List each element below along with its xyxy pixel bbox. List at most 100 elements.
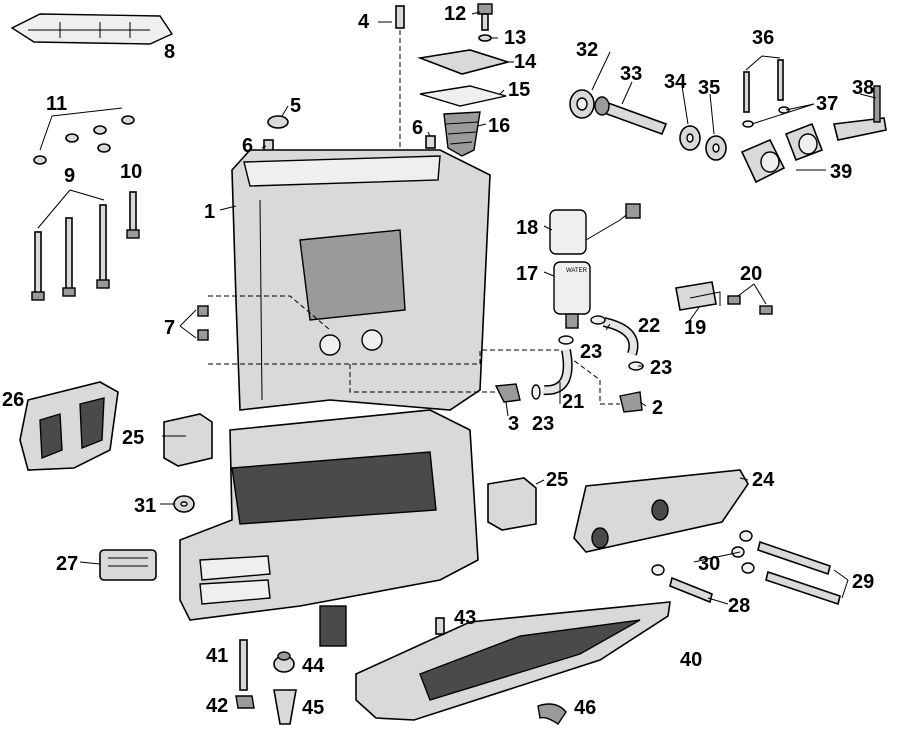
callout-37: 37 [816,93,838,115]
callout-28: 28 [728,595,750,617]
part-25-pad-right [487,477,537,531]
part-45-grommet [273,689,297,725]
part-32-bushing [569,89,595,119]
part-27-anode [99,549,157,581]
callout-3: 3 [508,413,519,435]
callout-23c: 23 [532,413,554,435]
callout-16: 16 [488,115,510,137]
callout-13: 13 [504,27,526,49]
callout-8: 8 [164,41,175,63]
callout-9: 9 [64,165,75,187]
callout-1: 1 [204,201,215,223]
callout-2: 2 [652,397,663,419]
part-29-bolts [757,540,849,606]
part-38-bracket [833,85,887,141]
callout-6a: 6 [242,135,253,157]
part-10-bolt [126,191,140,239]
callout-34: 34 [664,71,687,93]
part-22-hose [602,317,639,356]
part-2-elbow [619,391,643,413]
part-31-washer [173,495,195,513]
part-39-mounts [740,122,824,184]
callout-27: 27 [56,553,78,575]
callout-30: 30 [698,553,720,575]
callout-24: 24 [752,469,775,491]
part-33-bolt [594,96,668,136]
callout-6b: 6 [412,117,423,139]
callout-18: 18 [516,217,538,239]
part-41-stud [239,639,248,691]
callout-43: 43 [454,607,476,629]
part-15-gasket [419,85,507,107]
part-21-hose [543,349,573,396]
callout-7: 7 [164,317,175,339]
callout-17: 17 [516,263,538,285]
part-46-seal [537,703,567,725]
callout-11: 11 [46,93,67,115]
callout-22: 22 [638,315,660,337]
callout-10: 10 [120,161,142,183]
part-17-water-sensor: WATER [553,261,591,329]
callout-46: 46 [574,697,596,719]
callout-23b: 23 [650,357,672,379]
callout-29: 29 [852,571,874,593]
part-26-mount-cover [19,381,119,471]
callout-36: 36 [752,27,774,49]
callout-41: 41 [206,645,228,667]
callout-14: 14 [514,51,537,73]
callout-12: 12 [444,3,466,25]
callout-45: 45 [302,697,324,719]
part-11-washers [33,107,135,165]
callout-40: 40 [680,649,702,671]
callout-35: 35 [698,77,720,99]
part-12-bolt [477,3,493,31]
callout-19: 19 [684,317,706,339]
part-43-pin [435,617,445,635]
part-13-washer [478,34,492,42]
part-14-cover-plate [416,49,511,75]
part-9-bolts [31,189,110,301]
part-6-dowel-right [425,135,436,149]
callout-26: 26 [2,389,24,411]
part-16-filter [443,111,481,157]
part-23-clamps [531,315,644,400]
part-3-elbow [494,383,521,403]
callout-15: 15 [508,79,530,101]
callout-21: 21 [562,391,584,413]
part-30-washers [651,530,755,576]
part-1-exhaust-housing [231,149,491,411]
part-42-nut [235,695,255,709]
part-40-plate [355,601,671,721]
part-18-sensor-cover [549,203,641,255]
part-20-screws [727,283,773,315]
part-5-seal [267,115,289,129]
callout-4: 4 [358,11,370,33]
callout-23a: 23 [580,341,602,363]
callout-20: 20 [740,263,762,285]
part-25-pad-left [163,413,213,467]
callout-31: 31 [134,495,156,517]
callout-33: 33 [620,63,642,85]
part-19-bracket [675,281,721,311]
callout-25a: 25 [122,427,144,449]
part-24-mount-cover [573,469,749,553]
callout-numbers: 1 2 3 4 5 6 6 7 8 9 10 11 12 13 14 15 16… [2,3,874,719]
callout-42: 42 [206,695,228,717]
callout-leaders [79,11,877,605]
part-28-bolt [669,576,713,604]
part-7-fittings [197,295,620,405]
callout-44: 44 [302,655,325,677]
part-34-washer [679,125,701,151]
callout-25b: 25 [546,469,568,491]
callout-32: 32 [576,39,598,61]
part-37-washers [742,106,790,128]
part-35-washer [705,135,727,161]
part-44-grommet [273,651,295,673]
callout-38: 38 [852,77,874,99]
part-8-gasket [10,13,174,45]
callout-39: 39 [830,161,852,183]
part-36-bolts [743,55,784,113]
exhaust-housing-lower-section [179,409,479,647]
callout-5: 5 [290,95,301,117]
